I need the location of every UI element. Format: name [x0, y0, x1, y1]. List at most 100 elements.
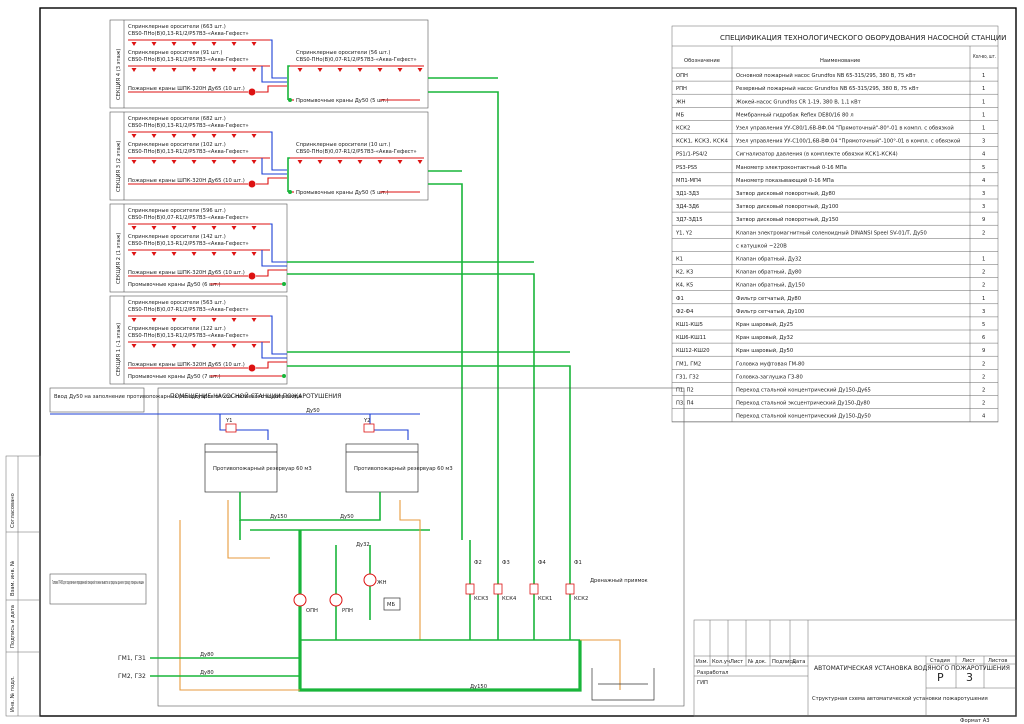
- sprinkler-icon: [171, 160, 177, 164]
- room-title: ПОМЕЩЕНИЕ НАСОСНОЙ СТАНЦИИ ПОЖАРОТУШЕНИЯ: [170, 393, 341, 400]
- tank-1: [204, 443, 278, 493]
- zhn-label: ЖН: [377, 580, 387, 586]
- sprinkler-group-3-title: Спринклерные оросители (56 шт.): [296, 50, 390, 56]
- du50-inlet-label: Ду50: [306, 408, 320, 414]
- sprinkler-icon: [377, 68, 383, 72]
- spec-qty: 1: [982, 257, 985, 263]
- sprinkler-group-2-title: Спринклерные оросители (122 шт.): [128, 326, 226, 332]
- wash-valves-label: Промывочные краны Ду50 (5 шт.): [296, 190, 389, 196]
- spec-qty: 9: [982, 217, 985, 223]
- y2-label: Y2: [363, 418, 370, 424]
- sprinkler-group-1-model: CBS0-ПНо(В)0,13-R1/2/P57В3-«Аква-Гефест»: [128, 31, 249, 37]
- hydrant-icon: [248, 364, 256, 372]
- sprinkler-icon: [171, 252, 177, 256]
- gm2-label: ГМ2, ГЗ2: [118, 673, 146, 680]
- y1-label: Y1: [225, 418, 232, 424]
- spec-qty: 4: [982, 414, 986, 420]
- spec-name: Манометр электроконтактный 0-16 МПа: [736, 164, 847, 171]
- sprinkler-group-1-model: CBS0-ПНо(В)0,13-R1/2/P57В3-«Аква-Гефест»: [128, 123, 249, 129]
- sprinkler-icon: [171, 134, 177, 138]
- sprinkler-icon: [191, 252, 197, 256]
- wash-valves-label: Промывочные краны Ду50 (7 шт.): [128, 374, 221, 380]
- left-stamp-strip: Согласовано Взам. инв. № Подпись и дата …: [5, 455, 41, 717]
- sprinkler-icon: [211, 344, 217, 348]
- f2-label: Ф2: [474, 560, 482, 566]
- sprinkler-icon: [417, 68, 423, 72]
- tank-1-label: Противопожарный резервуар 60 м3: [213, 465, 312, 472]
- spec-qty: 3: [982, 139, 985, 145]
- sprinkler-icon: [317, 160, 323, 164]
- wash-valves-label: Промывочные краны Ду50 (5 шт.): [296, 98, 389, 104]
- sprinkler-icon: [151, 344, 157, 348]
- ksk2-label: КСК2: [574, 596, 588, 602]
- sprinkler-icon: [397, 160, 403, 164]
- tb-row-developer: Разработал: [697, 670, 728, 676]
- spec-code: КШ6-КШ11: [676, 335, 706, 341]
- spec-code: PS3-PS5: [676, 165, 697, 171]
- spec-name: Жокей-насос Grundfos CR 1-19, 380 В, 1,1…: [736, 98, 861, 105]
- spec-code: КШ12-КШ20: [676, 348, 710, 354]
- sprinkler-icon: [251, 344, 257, 348]
- sprinkler-icon: [211, 68, 217, 72]
- spec-qty: 2: [982, 283, 985, 289]
- sprinkler-group-2-title: Спринклерные оросители (142 шт.): [128, 234, 226, 240]
- sprinkler-icon: [231, 252, 237, 256]
- sprinkler-icon: [231, 160, 237, 164]
- spec-name: Клапан электромагнитный соленоидный DINA…: [736, 229, 927, 236]
- tb-title-1: АВТОМАТИЧЕСКАЯ УСТАНОВКА ВОДЯНОГО ПОЖАРО…: [814, 665, 1010, 672]
- sprinkler-icon: [151, 68, 157, 72]
- gm1-label: ГМ1, ГЗ1: [118, 655, 146, 662]
- tb-stage-header: Стадия: [930, 658, 950, 664]
- sprinkler-icon: [417, 160, 423, 164]
- sprinkler-group-2-model: CBS0-ПНо(В)0,13-R1/2/P57В3-«Аква-Гефест»: [128, 241, 249, 247]
- spec-code: К2, К3: [676, 270, 693, 276]
- spec-header-code: Обозначение: [684, 58, 720, 64]
- spec-name: Фильтр сетчатый, Ду80: [736, 295, 801, 302]
- sprinkler-icon: [171, 344, 177, 348]
- stamp-inventory: Инв. № подл.: [10, 676, 16, 712]
- hydrants-label: Пожарные краны ШПК-320Н Ду65 (10 шт.): [128, 86, 245, 92]
- hydrants-label: Пожарные краны ШПК-320Н Ду65 (10 шт.): [128, 362, 245, 368]
- sprinkler-icon: [211, 42, 217, 46]
- wash-valve-icon: [288, 98, 292, 102]
- sprinkler-icon: [151, 318, 157, 322]
- sprinkler-group-2-title: Спринклерные оросители (102 шт.): [128, 142, 226, 148]
- membrane-tank: [383, 597, 401, 611]
- f1-label: Ф1: [574, 560, 582, 566]
- spec-name: Кран шаровый, Ду50: [736, 347, 793, 354]
- sprinkler-icon: [191, 160, 197, 164]
- sprinkler-icon: [251, 42, 257, 46]
- spec-name: Сигнализатор давления (в комплекте обвяз…: [736, 152, 898, 158]
- sprinkler-icon: [211, 318, 217, 322]
- section-2: СЕКЦИЯ 2 (1 этаж)Спринклерные оросители …: [109, 203, 288, 293]
- tb-sheet: 3: [966, 671, 973, 684]
- tb-col-header: Кол.уч.: [712, 659, 732, 665]
- spec-qty: 5: [982, 322, 985, 328]
- sprinkler-icon: [231, 344, 237, 348]
- spec-name: Переход стальной концентрический Ду150-Д…: [736, 387, 871, 394]
- spec-code: ЖН: [676, 99, 686, 105]
- sprinkler-group-1-title: Спринклерные оросители (663 шт.): [128, 24, 226, 30]
- tank-2-label: Противопожарный резервуар 60 м3: [354, 465, 453, 472]
- sprinkler-icon: [131, 226, 137, 230]
- spec-qty: 4: [982, 178, 986, 184]
- sprinkler-icon: [251, 252, 257, 256]
- sprinkler-icon: [357, 160, 363, 164]
- wash-valve-icon: [282, 374, 286, 378]
- spec-name: Головка-заглушка ГЗ-80: [736, 374, 803, 380]
- spec-code: ГМ1, ГМ2: [676, 361, 701, 367]
- spec-qty: 1: [982, 296, 985, 302]
- stamp-agreed: Согласовано: [10, 493, 16, 528]
- ksk1-label: КСК1: [538, 596, 552, 602]
- sprinkler-icon: [211, 226, 217, 230]
- tb-format: Формат А3: [960, 718, 990, 724]
- tb-col-header: № док.: [748, 659, 767, 665]
- stamp-replace: Взам. инв. №: [10, 560, 16, 596]
- spec-table: СПЕЦИФИКАЦИЯ ТЕХНОЛОГИЧЕСКОГО ОБОРУДОВАН…: [671, 25, 1006, 423]
- sprinkler-icon: [251, 318, 257, 322]
- section-label: СЕКЦИЯ 3 (2 этаж): [116, 141, 122, 192]
- sprinkler-group-2-model: CBS0-ПНо(В)0,13-R1/2/P57В3-«Аква-Гефест»: [128, 57, 249, 63]
- spec-qty: 2: [982, 230, 985, 236]
- du80-label-1: Ду80: [200, 652, 214, 658]
